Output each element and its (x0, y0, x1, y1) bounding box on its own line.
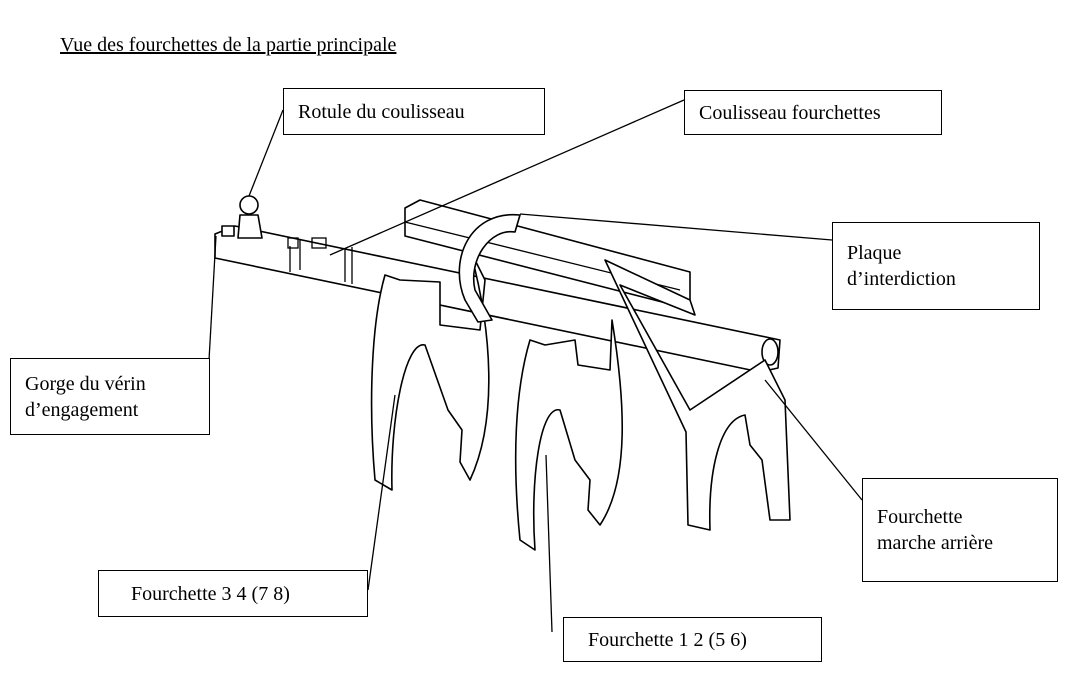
label-text: Fourchette 3 4 (7 8) (131, 582, 290, 605)
label-text: d’engagement (25, 398, 139, 421)
label-coulisseau-fourchettes: Coulisseau fourchettes (684, 90, 942, 135)
label-text: Fourchette (877, 506, 963, 528)
label-text: Coulisseau fourchettes (699, 101, 881, 124)
label-text: Plaque (847, 242, 902, 264)
shaft-end (761, 338, 779, 366)
label-text: Gorge du vérin (25, 372, 146, 395)
label-rotule-coulisseau: Rotule du coulisseau (283, 88, 545, 135)
label-fourchette-marche-arriere: Fourchette marche arrière (862, 478, 1058, 582)
label-text: d’interdiction (847, 268, 956, 290)
ball-joint-stem (237, 214, 263, 239)
ball-joint (239, 195, 259, 215)
label-fourchette-1-2: Fourchette 1 2 (5 6) (563, 617, 822, 662)
label-gorge-verin: Gorge du vérin d’engagement (10, 358, 210, 435)
label-text: Fourchette 1 2 (5 6) (588, 628, 747, 651)
label-plaque-interdiction: Plaque d’interdiction (832, 222, 1040, 310)
plaque-interdiction (458, 213, 521, 323)
fork-1-2 (514, 319, 624, 551)
label-fourchette-3-4: Fourchette 3 4 (7 8) (98, 570, 368, 617)
diagram-title: Vue des fourchettes de la partie princip… (60, 34, 397, 56)
fork-marche-arriere (604, 259, 791, 531)
label-text: Rotule du coulisseau (298, 100, 465, 123)
label-text: marche arrière (877, 532, 994, 554)
